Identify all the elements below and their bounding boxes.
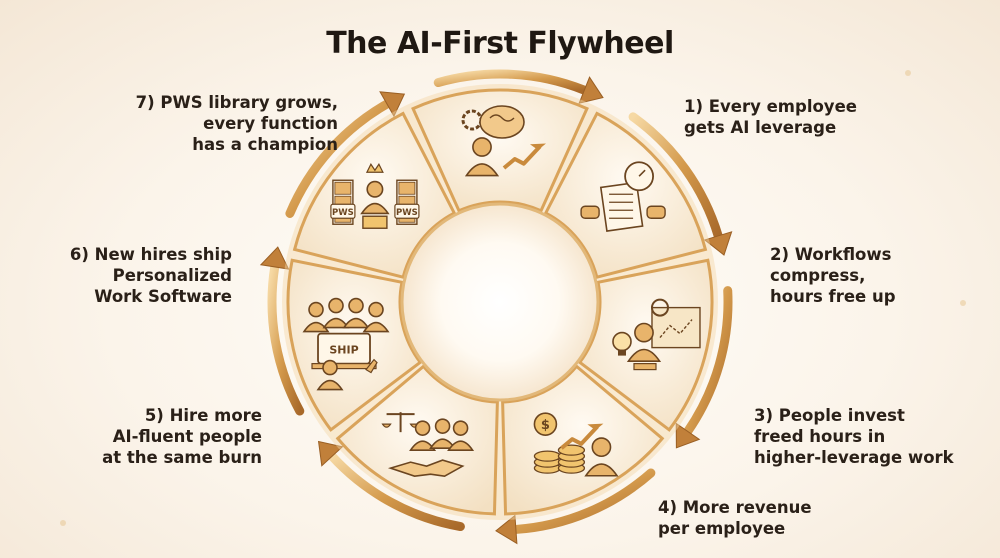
dollar-sign: $ <box>541 418 550 433</box>
step-1-line-2: gets AI leverage <box>684 118 837 137</box>
step-4-line-1: 4) More revenue <box>658 498 812 517</box>
flow-arrowhead-1 <box>578 76 604 104</box>
icons-layer: $ SHIP PWS PWS <box>302 105 701 477</box>
step-3-label: 3) People invest freed hours in higher-l… <box>754 405 954 468</box>
segment-5-illustration <box>381 412 475 477</box>
page-title: The AI-First Flywheel <box>326 26 674 61</box>
step-6-line-1: 6) New hires ship <box>69 245 232 264</box>
step-1-label: 1) Every employee gets AI leverage <box>684 96 857 138</box>
flow-arrowhead-5 <box>317 440 344 467</box>
step-3-line-2: freed hours in <box>754 427 886 446</box>
flow-arrow-2 <box>628 112 723 241</box>
step-4-label: 4) More revenue per employee <box>658 497 812 539</box>
flow-arrowhead-2 <box>703 231 733 256</box>
flow-arrowhead-4 <box>495 514 518 545</box>
background-sparkle <box>60 520 66 526</box>
step-2-line-3: hours free up <box>770 287 896 306</box>
segment-6-illustration: SHIP <box>302 297 390 391</box>
step-3-line-3: higher-leverage work <box>754 448 954 467</box>
ring-layer <box>282 84 718 520</box>
segment-2-illustration <box>580 161 666 232</box>
step-6-label: 6) New hires ship Personalized Work Soft… <box>70 244 232 307</box>
flow-arrow-1 <box>433 69 589 95</box>
step-6-line-3: Work Software <box>94 287 232 306</box>
flywheel-hub <box>400 202 600 402</box>
flow-arrowhead-6 <box>259 246 290 270</box>
flow-arrow-6 <box>267 262 305 416</box>
step-7-line-3: has a champion <box>192 135 338 154</box>
step-7-line-1: 7) PWS library grows, <box>135 93 338 112</box>
step-6-line-2: Personalized <box>112 266 232 285</box>
background-sparkle <box>960 300 966 306</box>
segment-7-illustration: PWS PWS <box>330 163 420 229</box>
step-2-label: 2) Workflows compress, hours free up <box>770 244 896 307</box>
segment-5 <box>335 364 499 516</box>
pws-badge-left: PWS <box>332 208 354 218</box>
step-2-line-2: compress, <box>770 266 866 285</box>
laptop-screen-text: SHIP <box>329 344 358 357</box>
step-5-line-1: 5) Hire more <box>144 406 262 425</box>
step-2-line-1: 2) Workflows <box>770 245 892 264</box>
step-5-label: 5) Hire more AI-fluent people at the sam… <box>102 405 262 468</box>
step-5-line-2: AI-fluent people <box>112 427 262 446</box>
step-5-line-3: at the same burn <box>102 448 262 467</box>
pws-badge-right: PWS <box>396 208 418 218</box>
flow-arrow-5 <box>327 451 465 532</box>
background-sparkle <box>905 70 911 76</box>
flow-arrow-4 <box>511 468 656 534</box>
segment-4-illustration: $ <box>533 412 619 477</box>
step-1-line-1: 1) Every employee <box>684 97 857 116</box>
segment-1 <box>411 88 589 213</box>
segment-1-illustration <box>461 105 546 177</box>
flow-arrow-3 <box>683 286 733 436</box>
segment-3-illustration <box>612 298 701 371</box>
arrows-layer <box>259 69 733 545</box>
flow-arrowhead-7 <box>379 91 406 118</box>
flow-arrow-7 <box>285 99 392 218</box>
flow-arrowhead-3 <box>675 422 701 449</box>
segment-3 <box>577 258 714 432</box>
step-7-label: 7) PWS library grows, every function has… <box>136 92 338 155</box>
step-3-line-1: 3) People invest <box>754 406 905 425</box>
step-7-line-2: every function <box>203 114 338 133</box>
step-4-line-2: per employee <box>658 519 786 538</box>
